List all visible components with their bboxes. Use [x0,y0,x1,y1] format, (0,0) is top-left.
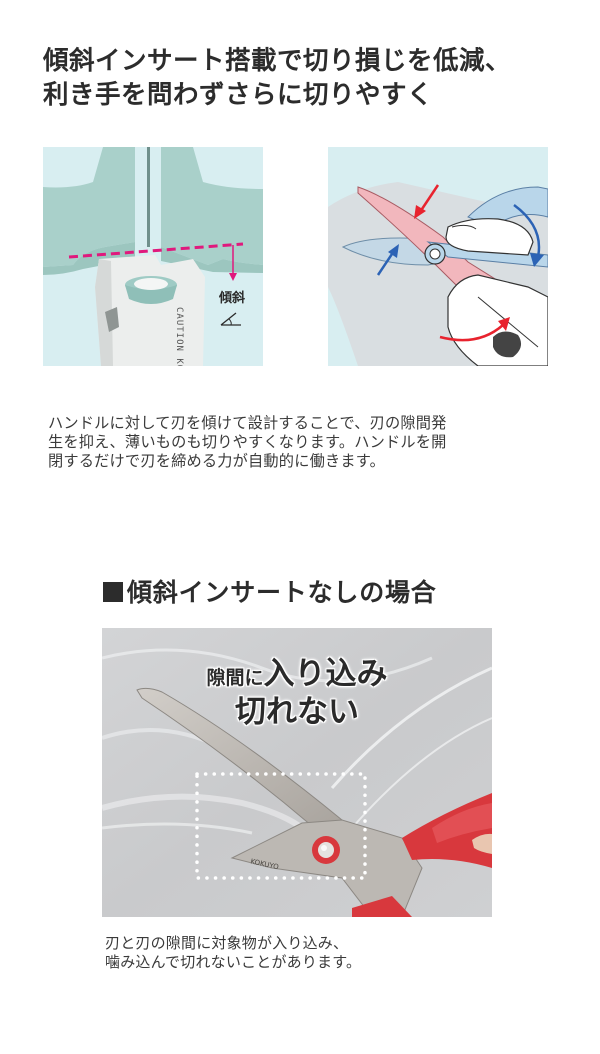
headline-line-1: 傾斜インサート搭載で切り損じを低減、 [43,46,512,76]
overlay-text-big-2: 切れない [235,694,359,730]
description-line-3: 閉するだけで刃を締める力が自動的に働きます。 [48,452,386,470]
angle-label: 傾斜 [218,290,245,306]
headline: 傾斜インサート搭載で切り損じを低減、 利き手を問わずさらに切りやすく [43,44,583,112]
figure-insert-closeup: CAUTION KOKUYO 傾斜 [43,147,263,366]
headline-line-2: 利き手を問わずさらに切りやすく [43,80,434,110]
comparison-heading: 傾斜インサートなしの場合 [103,573,437,609]
description-line-2: 生を抑え、薄いものも切りやすくなります。ハンドルを開 [48,433,447,451]
caption-line-1: 刃と刃の隙間に対象物が入り込み、 [105,934,349,952]
comparison-heading-text: 傾斜インサートなしの場合 [127,578,437,607]
scissors-pivot-illustration: CAUTION KOKUYO 傾斜 [43,147,263,366]
comparison-photo: KOKUYO 隙間に入り込み 切れない [102,628,492,917]
overlay-text-line-1: 隙間に入り込み [102,648,492,693]
description-line-1: ハンドルに対して刃を傾けて設計することで、刃の隙間発 [48,414,447,432]
square-bullet-icon [103,582,123,602]
caption-line-2: 噛み込んで切れないことがあります。 [105,953,362,971]
scissors-hand-illustration [328,147,548,366]
dotted-highlight-box [195,772,367,880]
comparison-caption: 刃と刃の隙間に対象物が入り込み、 噛み込んで切れないことがあります。 [105,934,525,972]
overlay-text-small: 隙間に [206,667,264,689]
scissors-cutting-film-photo: KOKUYO [102,628,492,917]
figure-cutting-illustration [328,147,548,366]
svg-text:CAUTION KOKUYO: CAUTION KOKUYO [174,307,184,366]
overlay-text-line-2: 切れない [102,686,492,731]
overlay-text-big-1: 入り込み [263,656,388,692]
feature-description: ハンドルに対して刃を傾けて設計することで、刃の隙間発 生を抑え、薄いものも切りや… [48,414,568,471]
